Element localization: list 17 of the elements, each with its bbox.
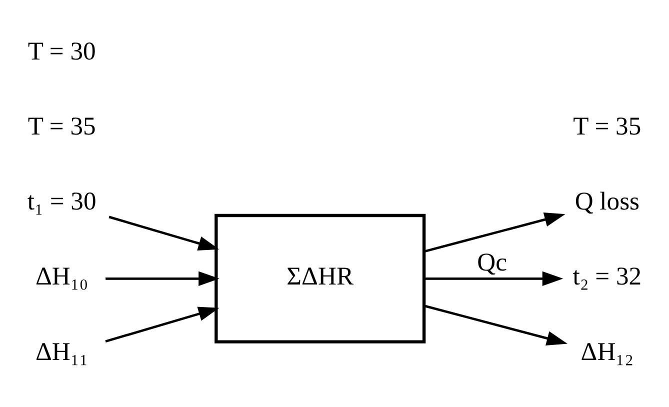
label: T = 35 (28, 111, 96, 140)
arrow (106, 271, 220, 286)
node-text: ΔH₁₀ (35, 262, 88, 291)
label: T = 35 (573, 111, 642, 140)
node-box: ΣΔHR (214, 214, 426, 344)
node-text: Q loss (574, 186, 640, 216)
node-text: ΔH₁₂ (580, 336, 634, 366)
node-text: ΔH₁₁ (35, 336, 88, 366)
arrow (105, 306, 220, 343)
arrow (424, 212, 566, 253)
node-text: t₁ = 30 (27, 186, 96, 216)
node-text: t₂ = 32 (572, 262, 642, 291)
label: T = 30 (28, 36, 96, 66)
edge-label: Qc (477, 247, 507, 276)
arrow (424, 271, 564, 286)
arrow (424, 304, 568, 346)
arrow (108, 216, 220, 250)
